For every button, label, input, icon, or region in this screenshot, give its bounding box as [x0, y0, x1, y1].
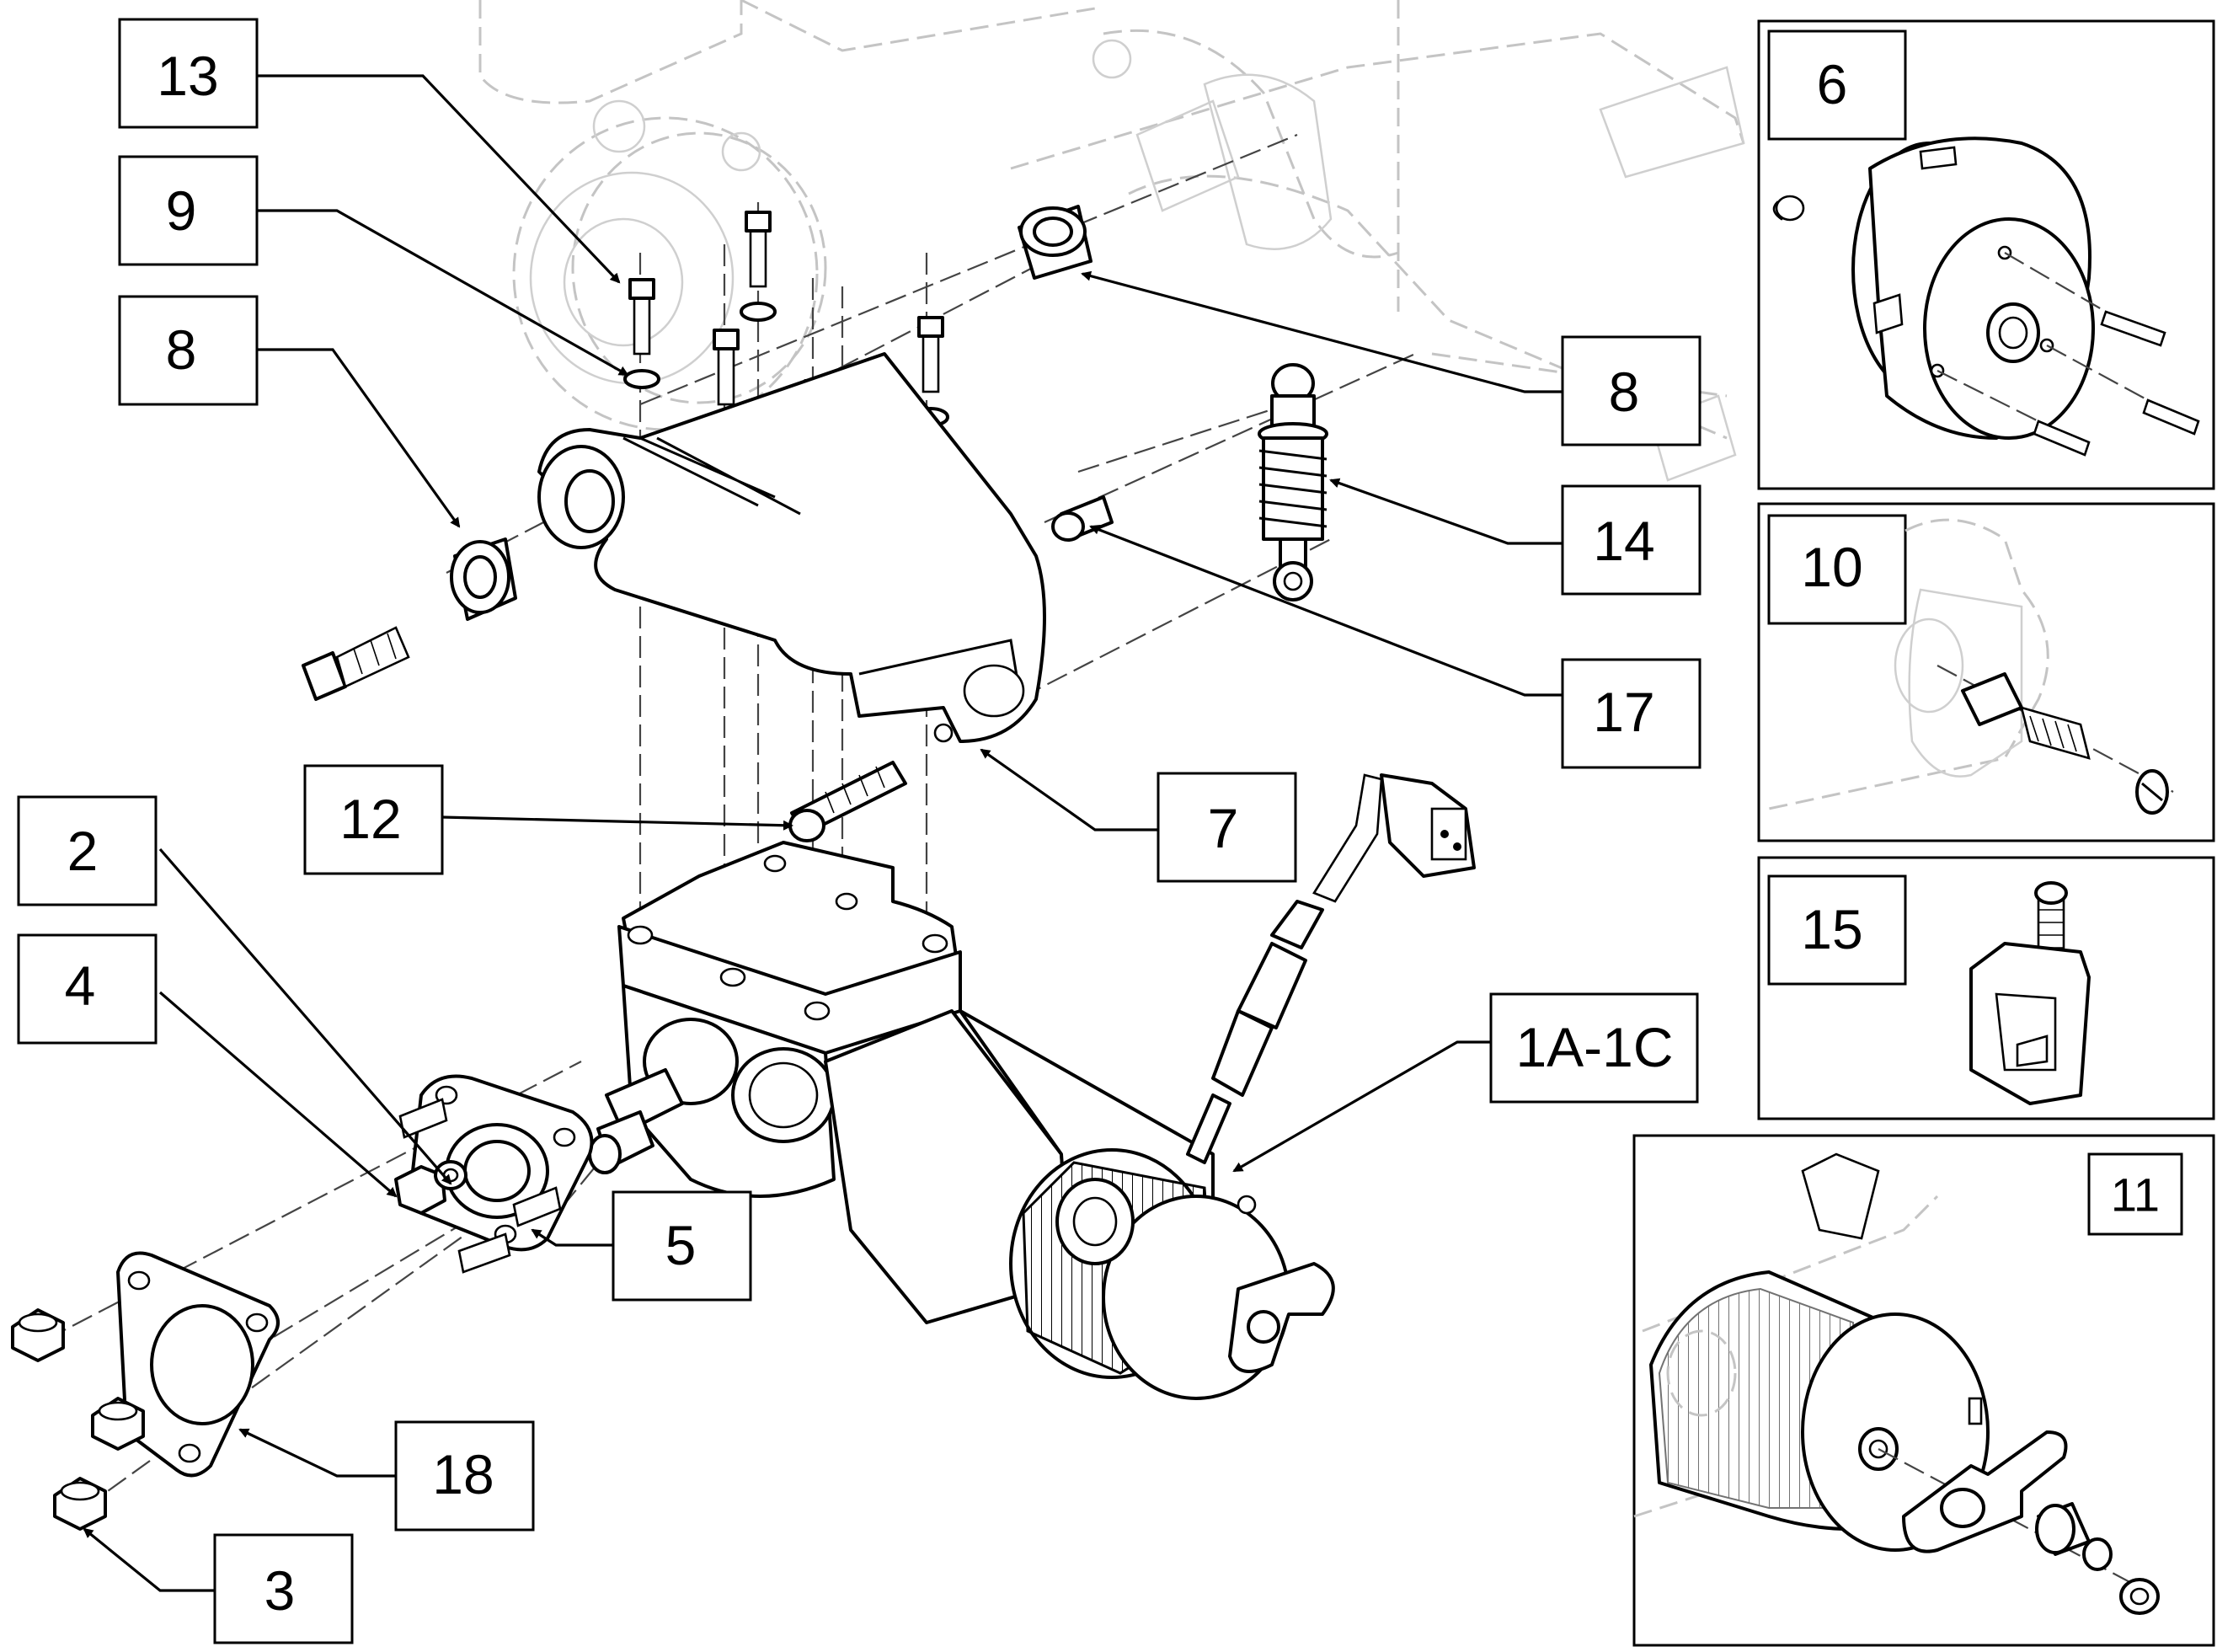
- ghosted-wheelchair-frame: [478, 0, 1745, 482]
- arm-bolt: [788, 761, 907, 842]
- callout-9: 9: [118, 155, 259, 266]
- svg-text:17: 17: [1593, 681, 1654, 743]
- inset-panel-10: 10: [1757, 502, 2215, 842]
- svg-text:7: 7: [1208, 797, 1239, 859]
- callout-8-left: 8: [118, 295, 259, 406]
- svg-text:13: 13: [157, 45, 218, 107]
- svg-text:6: 6: [1817, 53, 1848, 115]
- svg-text:3: 3: [264, 1559, 296, 1622]
- callout-8-right: 8: [1561, 335, 1701, 446]
- callout-14: 14: [1561, 484, 1701, 596]
- svg-text:1A-1C: 1A-1C: [1515, 1016, 1673, 1078]
- svg-text:15: 15: [1801, 898, 1862, 960]
- shock-pin: [1051, 495, 1114, 542]
- callout-7: 7: [1157, 772, 1297, 883]
- svg-text:14: 14: [1593, 510, 1654, 572]
- svg-text:11: 11: [2111, 1168, 2160, 1222]
- shock-absorber: [1258, 363, 1328, 601]
- svg-text:9: 9: [166, 179, 197, 242]
- svg-text:8: 8: [166, 318, 197, 381]
- motor-body: [824, 1009, 1335, 1400]
- brush-holder-clip: [1969, 881, 2091, 1105]
- callout-2: 2: [17, 795, 158, 906]
- callout-3: 3: [213, 1533, 354, 1644]
- gearbox-block: [617, 841, 962, 1198]
- pivot-bolt: [302, 626, 410, 701]
- bushing-right: [1018, 205, 1092, 280]
- lug-nuts: [11, 1308, 145, 1531]
- motor-cable: [1186, 773, 1476, 1164]
- svg-text:18: 18: [432, 1443, 494, 1505]
- svg-text:10: 10: [1801, 536, 1862, 598]
- inset-panel-15: 15: [1757, 856, 2215, 1120]
- callout-12: 12: [303, 764, 444, 875]
- callout-4: 4: [17, 933, 158, 1045]
- bushing-left: [450, 537, 517, 621]
- callout-13: 13: [118, 18, 259, 129]
- svg-text:8: 8: [1609, 361, 1640, 423]
- callout-1a-1c: 1A-1C: [1489, 992, 1699, 1104]
- gasket: [116, 1251, 280, 1478]
- inset-panel-6: 6: [1757, 19, 2215, 490]
- leader-lines: [83, 74, 1563, 1592]
- callout-17: 17: [1561, 658, 1701, 769]
- output-shaft: [588, 1068, 684, 1174]
- svg-text:2: 2: [67, 820, 99, 882]
- callout-18: 18: [394, 1420, 535, 1532]
- mounting-flange: [398, 1074, 594, 1274]
- inset-panel-11: 11: [1632, 1134, 2215, 1647]
- svg-text:12: 12: [339, 788, 401, 850]
- svg-text:4: 4: [65, 954, 96, 1017]
- swing-arm: [537, 352, 1046, 743]
- brush-cap-assembly: [1772, 136, 2200, 457]
- svg-text:5: 5: [665, 1214, 697, 1276]
- callout-5: 5: [612, 1190, 752, 1302]
